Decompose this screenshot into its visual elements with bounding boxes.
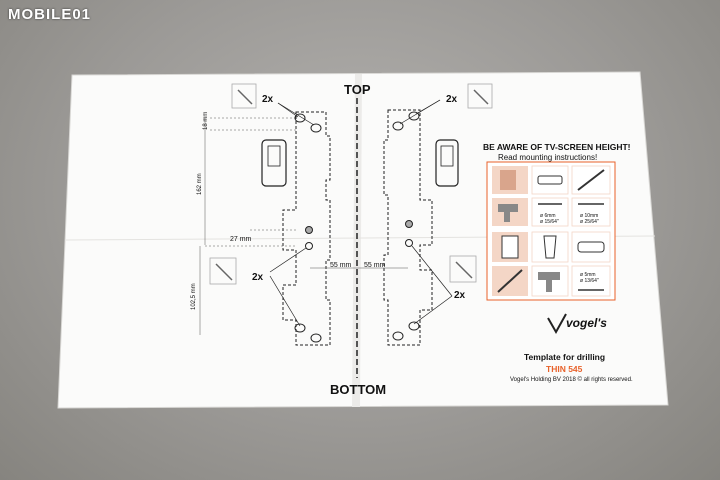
- right-hole-5: [408, 321, 420, 331]
- warning-line-2: Read mounting instructions!: [498, 153, 598, 162]
- level-icon: [537, 175, 563, 185]
- bracket-icon: [501, 235, 519, 259]
- drill-size-c1: ø 5mm: [580, 272, 596, 278]
- dim-55-left: 55 mm: [330, 262, 352, 269]
- left-clip: [261, 139, 287, 187]
- left-bottom-pencil: [215, 263, 233, 281]
- right-top-count: 2x: [446, 94, 458, 105]
- instruction-cell-12: [571, 265, 611, 297]
- right-bottom-count: 2x: [454, 290, 466, 301]
- brand-logo-text: vogel's: [566, 316, 607, 330]
- plug-icon: [543, 235, 557, 259]
- instruction-cell-6: [571, 197, 611, 227]
- warning-line-1: BE AWARE OF TV-SCREEN HEIGHT!: [483, 142, 631, 152]
- right-arrow-3: [411, 245, 453, 297]
- left-clip-inner: [267, 145, 281, 167]
- right-bottom-pencil: [455, 261, 473, 279]
- copyright: Vogel's Holding BV 2018 © all rights res…: [510, 377, 633, 383]
- left-top-count: 2x: [262, 94, 274, 105]
- right-bracket-outline: [383, 109, 433, 346]
- top-label: TOP: [344, 82, 371, 97]
- wall-icon: [500, 170, 516, 190]
- drill-size-b2: ø 25/64": [580, 219, 599, 225]
- right-top-pencil: [473, 89, 489, 105]
- right-hole-3: [405, 220, 413, 228]
- left-hole-6: [310, 333, 322, 343]
- right-arrow-2: [399, 99, 441, 125]
- pencil-icon: [577, 169, 605, 191]
- right-hole-4: [405, 239, 413, 247]
- right-top-pencil-box: [467, 83, 493, 109]
- drill-icon-2: [538, 272, 560, 292]
- left-hole-4: [305, 242, 313, 250]
- instruction-cell-2: [531, 165, 569, 195]
- dim-102: 102,5 mm: [191, 283, 197, 310]
- left-hole-2: [310, 123, 322, 133]
- left-arrow-2: [277, 102, 315, 126]
- template-title: Template for drilling: [524, 352, 606, 362]
- instruction-cell-8: [531, 231, 569, 263]
- screwdriver-icon: [497, 269, 523, 293]
- left-bracket-outline: [282, 111, 331, 346]
- left-hole-3: [305, 226, 313, 234]
- left-arrow-3: [269, 247, 307, 273]
- right-hole-1: [408, 111, 420, 121]
- clip-icon: [577, 241, 605, 253]
- right-arrow-4: [413, 295, 453, 325]
- model-name: THIN 545: [546, 364, 583, 374]
- drill-size-a2: ø 15/64": [540, 219, 559, 225]
- left-top-pencil-box: [231, 83, 257, 109]
- drill-icon: [498, 204, 518, 222]
- drill-size-c2: ø 13/64": [580, 278, 599, 284]
- paper-shadow-fold: [352, 74, 362, 407]
- drill-size-b1: ø 10mm: [580, 213, 599, 219]
- dim-27: 27 mm: [230, 236, 252, 243]
- right-bottom-pencil-box: [449, 255, 477, 283]
- left-top-pencil: [237, 89, 253, 105]
- right-hole-6: [392, 331, 404, 341]
- paper-sheet: [57, 71, 669, 409]
- bottom-label: BOTTOM: [330, 382, 387, 397]
- right-clip: [435, 139, 459, 187]
- left-arrow-4: [269, 275, 301, 327]
- left-hole-5: [294, 323, 306, 333]
- right-hole-2: [392, 121, 404, 131]
- vogels-logo-mark: [547, 313, 567, 335]
- instruction-cell-5: [531, 197, 569, 227]
- dim-55-right: 55 mm: [364, 262, 386, 269]
- watermark: MOBILE01: [8, 6, 92, 23]
- left-bottom-count: 2x: [252, 272, 264, 283]
- dim-18: 18 mm: [203, 111, 209, 130]
- dim-162: 162 mm: [197, 173, 203, 195]
- left-bottom-pencil-box: [209, 257, 237, 285]
- drill-size-a1: ø 6mm: [540, 213, 556, 219]
- right-clip-inner: [440, 145, 454, 167]
